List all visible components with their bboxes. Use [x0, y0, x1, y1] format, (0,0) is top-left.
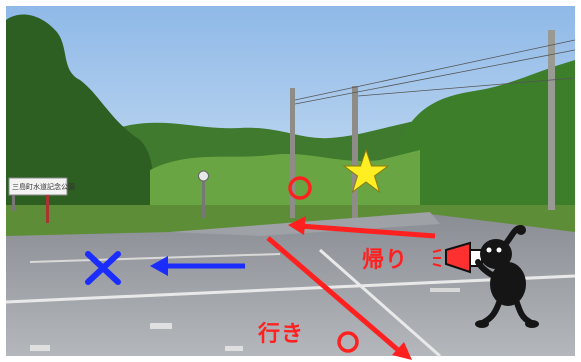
return-label: 帰り	[362, 248, 409, 273]
sign-text: 三島町水道記念公園	[12, 183, 75, 191]
cross-icon	[85, 251, 121, 285]
utility-pole-1	[290, 88, 295, 218]
utility-pole-3	[548, 30, 555, 210]
park-signboard	[8, 177, 68, 196]
circle-marker-lower-icon	[337, 331, 359, 353]
go-label: 行き	[258, 322, 305, 347]
go-arrow	[392, 342, 412, 360]
star-icon	[342, 148, 390, 194]
circle-marker-icon	[288, 176, 312, 200]
trees-right	[400, 60, 575, 240]
blue-arrow	[150, 256, 168, 276]
utility-pole-2	[352, 86, 358, 218]
return-arrow	[288, 216, 306, 235]
megaphone-figure-icon	[445, 225, 539, 328]
parking-lot	[6, 214, 575, 356]
road-sign	[198, 170, 209, 182]
